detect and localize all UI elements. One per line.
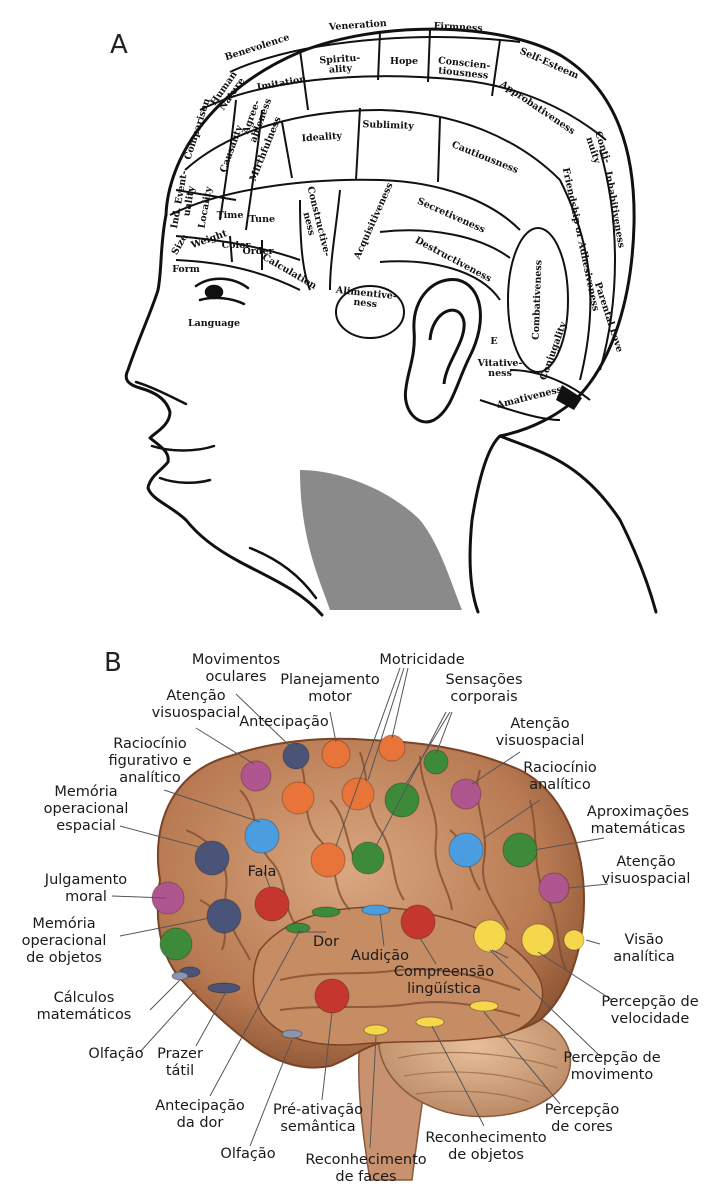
phrenology-region-inhabitiveness: Inhabitiveness: [602, 170, 626, 249]
phrenology-region-conjugality: Conjugality: [538, 320, 569, 382]
phrenology-region-human-nature: HumanNature: [208, 69, 248, 113]
phrenology-region-acquisitiveness: Acquisitiveness: [352, 181, 396, 262]
phrenology-region-benevolence: Benevolence: [224, 32, 291, 63]
phrenology-region-combativeness: Combativeness: [531, 260, 545, 340]
phrenology-region-form: Form: [172, 264, 200, 275]
phrenology-region-cautiousness: Cautiousness: [450, 139, 520, 176]
phrenology-region-comparison: Comparison: [183, 97, 213, 161]
phrenology-region-approbativeness: Approbativeness: [497, 78, 577, 137]
phrenology-region-self-esteem: Self-Esteem: [518, 46, 580, 82]
phrenology-region-calculation: Calculation: [260, 252, 318, 292]
phrenology-region-language: Language: [188, 318, 240, 329]
phrenology-region-constructiveness: Constructive-ness: [295, 185, 333, 260]
phrenology-region-locality: Locality: [196, 185, 214, 229]
phrenology-region-hope: Hope: [390, 56, 418, 67]
phrenology-region-firmness: Firmness: [433, 21, 483, 35]
phrenology-region-spirituality: Spiritu-ality: [319, 53, 361, 77]
phrenology-region-alimentiveness: Alimentive-ness: [333, 285, 397, 312]
phrenology-region-conscientiousness: Conscien-tiousness: [437, 55, 491, 81]
phrenology-region-eventuality: Ind. Event-uality: [169, 170, 200, 231]
phrenology-region-continuity: Conti-nuity: [583, 130, 613, 168]
phrenology-region-time: Time: [217, 210, 244, 221]
phrenology-region-causality: Causality: [218, 124, 245, 174]
phrenology-region-amativeness: Amativeness: [495, 384, 563, 411]
phrenology-region-ideality: Ideality: [301, 131, 343, 145]
phrenology-region-imitation: Imitation: [256, 74, 307, 94]
phrenology-region-size: Size: [170, 233, 190, 257]
phrenology-region-secretiveness: Secretiveness: [415, 196, 486, 236]
phrenology-region-e: E: [490, 336, 497, 347]
phrenology-region-tune: Tune: [249, 214, 275, 225]
phrenology-region-veneration: Veneration: [328, 18, 388, 33]
phrenology-region-parental-love: Parental Love: [592, 281, 625, 354]
phrenology-region-vitativeness: Vitative-ness: [477, 358, 523, 379]
phrenology-region-sublimity: Sublimity: [362, 119, 414, 132]
phrenology-region-destructiveness: Destructiveness: [413, 235, 493, 285]
